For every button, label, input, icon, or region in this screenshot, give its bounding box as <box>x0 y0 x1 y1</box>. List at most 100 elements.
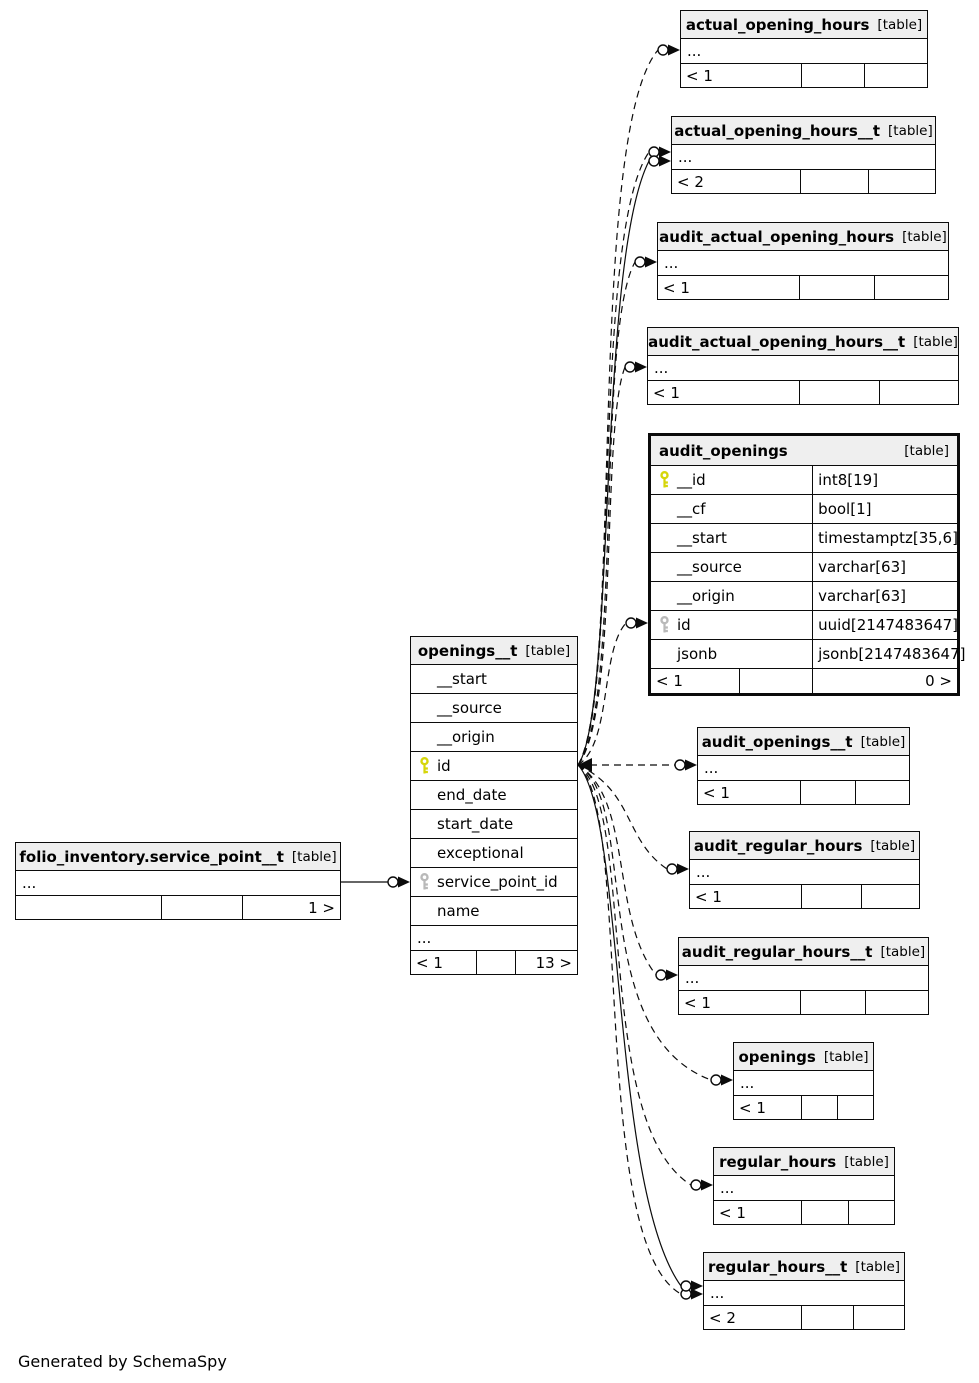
table-name[interactable]: audit_openings <box>659 441 788 460</box>
table-header[interactable]: audit_actual_opening_hours [table] <box>658 223 948 251</box>
column-row-name: name <box>411 897 577 926</box>
column-name: __origin <box>677 587 735 605</box>
rel-openings_t-to-audit_openings <box>577 617 648 766</box>
table-badge: [table] <box>860 733 906 750</box>
table-openings: openings [table] ... < 1 <box>733 1042 874 1120</box>
table-openings__t: openings__t [table] __start __source __o… <box>410 636 578 975</box>
table-header[interactable]: audit_regular_hours__t [table] <box>679 938 928 966</box>
rel-openings_t-to-audit_actual_opening_hours__t <box>577 361 647 766</box>
column-type: int8[19] <box>818 471 879 489</box>
table-footer: < 1 13 > <box>411 951 577 974</box>
table-footer: < 1 <box>714 1201 894 1224</box>
columns-ellipsis: ... <box>672 145 935 170</box>
table-name[interactable]: regular_hours <box>719 1152 837 1171</box>
column-row-end_date: end_date <box>411 781 577 810</box>
primary-key-icon <box>411 752 437 780</box>
table-name[interactable]: audit_actual_opening_hours__t <box>648 332 906 351</box>
table-badge: [table] <box>870 837 916 854</box>
table-footer: 1 > <box>16 896 340 919</box>
table-actual_opening_hours__t: actual_opening_hours__t [table] ... < 2 <box>671 116 936 194</box>
table-badge: [table] <box>823 1048 869 1065</box>
footer-incoming-count <box>16 896 162 919</box>
table-name[interactable]: audit_regular_hours <box>693 836 863 855</box>
table-header[interactable]: openings [table] <box>734 1043 873 1071</box>
table-badge: [table] <box>855 1258 901 1275</box>
column-row-__origin: __origin varchar[63] <box>651 582 957 611</box>
table-audit_regular_hours: audit_regular_hours [table] ... < 1 <box>689 831 920 909</box>
footer-incoming-count: < 1 <box>690 885 803 908</box>
table-header[interactable]: folio_inventory.service_point__t [table] <box>16 843 340 871</box>
footer-incoming-count: < 2 <box>672 170 801 193</box>
table-header[interactable]: actual_opening_hours__t [table] <box>672 117 935 145</box>
table-header[interactable]: actual_opening_hours [table] <box>681 11 927 39</box>
footer-incoming-count: < 1 <box>648 381 800 404</box>
footer-incoming-count: < 1 <box>679 991 801 1014</box>
table-audit_actual_opening_hours__t: audit_actual_opening_hours__t [table] ..… <box>647 327 959 405</box>
table-header[interactable]: audit_actual_opening_hours__t [table] <box>648 328 958 356</box>
table-header[interactable]: regular_hours__t [table] <box>704 1253 904 1281</box>
table-name[interactable]: openings <box>738 1047 816 1066</box>
table-name[interactable]: actual_opening_hours <box>685 15 870 34</box>
table-footer: < 1 <box>679 991 928 1014</box>
table-regular_hours: regular_hours [table] ... < 1 <box>713 1147 895 1225</box>
column-name: __cf <box>677 500 706 518</box>
footer-outgoing-count <box>880 381 958 404</box>
table-footer: < 2 <box>704 1306 904 1329</box>
table-audit_actual_opening_hours: audit_actual_opening_hours [table] ... <… <box>657 222 949 300</box>
primary-key-icon <box>651 471 677 489</box>
table-regular_hours__t: regular_hours__t [table] ... < 2 <box>703 1252 905 1330</box>
columns-ellipsis: ... <box>714 1176 894 1201</box>
table-footer: < 1 <box>690 885 919 908</box>
footer-outgoing-count: 1 > <box>308 898 335 917</box>
table-audit_openings: audit_openings [table] __id int8[19] __c… <box>648 433 966 696</box>
table-name[interactable]: actual_opening_hours__t <box>674 121 881 140</box>
table-name[interactable]: folio_inventory.service_point__t <box>19 847 284 866</box>
column-name: service_point_id <box>437 873 558 891</box>
table-footer: < 1 <box>698 781 909 804</box>
table-header[interactable]: regular_hours [table] <box>714 1148 894 1176</box>
table-header[interactable]: audit_openings__t [table] <box>698 728 909 756</box>
footer-outgoing-count <box>854 1306 904 1329</box>
footer-outgoing-count <box>865 64 927 87</box>
table-badge: [table] <box>877 16 923 33</box>
table-footer: < 1 <box>648 381 958 404</box>
table-badge: [table] <box>913 333 958 350</box>
column-type: uuid[2147483647] <box>818 616 959 634</box>
footer-outgoing-count <box>838 1096 873 1119</box>
table-badge: [table] <box>904 442 949 459</box>
table-badge: [table] <box>880 943 926 960</box>
table-badge: [table] <box>888 122 933 139</box>
columns-ellipsis: ... <box>411 926 577 951</box>
column-name: exceptional <box>437 844 524 862</box>
footer-incoming-count: < 1 <box>651 669 740 693</box>
column-row-__id: __id int8[19] <box>651 466 957 495</box>
footer-incoming-count: < 2 <box>704 1306 802 1329</box>
column-name: __start <box>677 529 727 547</box>
column-name: id <box>437 757 451 775</box>
footer-mid-cell <box>801 991 866 1014</box>
column-type: varchar[63] <box>818 587 906 605</box>
footer-incoming-count: < 1 <box>714 1201 803 1224</box>
table-name[interactable]: audit_openings__t <box>701 732 853 751</box>
table-header[interactable]: audit_openings [table] <box>651 436 957 466</box>
footer-mid-cell <box>801 170 870 193</box>
table-name[interactable]: audit_regular_hours__t <box>681 942 873 961</box>
footer-mid-cell <box>740 669 814 693</box>
table-name[interactable]: regular_hours__t <box>707 1257 848 1276</box>
rel-openings_t-to-regular_hours__t-solid <box>577 764 703 1292</box>
footer-mid-cell <box>800 381 881 404</box>
columns-ellipsis: ... <box>698 756 909 781</box>
table-name[interactable]: openings__t <box>417 641 518 660</box>
footer-outgoing-count <box>875 276 948 299</box>
columns-ellipsis: ... <box>704 1281 904 1306</box>
table-footer: < 1 0 > <box>651 669 957 693</box>
table-header[interactable]: audit_regular_hours [table] <box>690 832 919 860</box>
columns-ellipsis: ... <box>734 1071 873 1096</box>
footer-mid-cell <box>802 1306 854 1329</box>
rel-service_point__t-to-openings_t <box>341 876 410 888</box>
rel-openings_t-to-audit_regular_hours__t <box>577 764 678 981</box>
footer-outgoing-count <box>866 991 928 1014</box>
footer-outgoing-count: 13 > <box>535 953 572 972</box>
table-header[interactable]: openings__t [table] <box>411 637 577 665</box>
table-name[interactable]: audit_actual_opening_hours <box>659 227 895 246</box>
